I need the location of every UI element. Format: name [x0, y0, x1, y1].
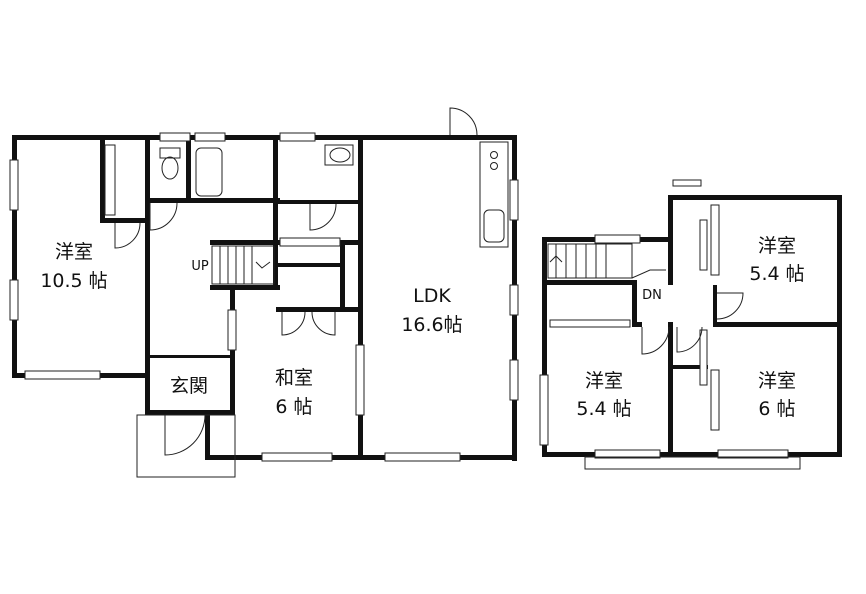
wall [100, 140, 105, 223]
door [311, 311, 336, 336]
room-size-western-6: 6 帖 [758, 398, 795, 420]
wall [205, 410, 210, 460]
door [149, 202, 178, 231]
wall [340, 245, 345, 312]
room-size-japanese: 6 帖 [275, 396, 312, 418]
window [699, 219, 708, 271]
floor-1-plan [9, 107, 519, 478]
room-name-entrance: 玄関 [170, 375, 208, 397]
window [594, 449, 661, 459]
wall [278, 200, 363, 204]
wall [145, 135, 150, 415]
window [710, 369, 720, 431]
wall [12, 135, 17, 378]
window [227, 309, 237, 351]
sink-icon [329, 147, 351, 163]
window [699, 329, 708, 386]
room-name-japanese: 和室 [275, 367, 313, 389]
door [676, 326, 703, 353]
wall [358, 140, 363, 460]
room-size-western-54b: 5.4 帖 [576, 398, 631, 420]
wall [542, 237, 547, 457]
stair-floor2 [547, 243, 666, 279]
room-size-ldk: 16.6帖 [401, 314, 462, 336]
wall [145, 410, 235, 415]
door [449, 107, 478, 136]
door [281, 311, 306, 336]
kitchen-counter [479, 141, 509, 248]
room-name-western-54b: 洋室 [585, 370, 623, 392]
window [24, 370, 101, 380]
window [9, 279, 19, 321]
window [279, 237, 341, 247]
wall [273, 140, 278, 290]
door [164, 414, 206, 456]
room-name-western-10: 洋室 [55, 241, 93, 263]
wall [210, 285, 280, 290]
closet [104, 144, 116, 216]
stove-icon [490, 162, 498, 170]
window [549, 319, 631, 328]
window [9, 159, 19, 211]
window [594, 234, 641, 244]
wall [186, 140, 191, 200]
window [509, 179, 519, 221]
wall [547, 280, 637, 285]
stove-icon [490, 151, 498, 159]
stair-label-dn: DN [642, 288, 662, 303]
window [159, 132, 191, 142]
window [355, 344, 365, 416]
door [114, 222, 141, 249]
wall [632, 322, 642, 327]
wall [632, 280, 637, 325]
wall [148, 198, 280, 203]
door [641, 326, 670, 355]
bathtub-icon [195, 147, 223, 197]
door [309, 203, 337, 231]
window [509, 284, 519, 316]
wall [713, 322, 842, 327]
window [710, 204, 720, 276]
room-name-western-6: 洋室 [758, 370, 796, 392]
window [717, 449, 789, 459]
sink-icon [324, 144, 354, 166]
window [261, 452, 333, 462]
window [539, 374, 549, 446]
room-size-western-54a: 5.4 帖 [749, 263, 804, 285]
wall [145, 135, 517, 140]
wall [276, 307, 362, 312]
window [384, 452, 461, 462]
wall [668, 195, 673, 285]
window [279, 132, 316, 142]
room-name-ldk: LDK [413, 285, 451, 307]
roof-mark [672, 179, 702, 187]
wall [713, 285, 717, 327]
wall [275, 263, 345, 267]
floor-2-plan [539, 179, 842, 470]
wall [668, 365, 708, 369]
stair-floor1 [211, 245, 275, 285]
room-name-western-54a: 洋室 [758, 235, 796, 257]
door [716, 292, 744, 320]
porch [136, 414, 236, 478]
window [509, 359, 519, 401]
wall [12, 135, 149, 140]
kitchen-sink-icon [483, 209, 505, 243]
room-size-western-10: 10.5 帖 [40, 270, 107, 292]
toilet-icon [159, 147, 181, 159]
wall [100, 218, 150, 223]
wall [542, 452, 842, 457]
wall [145, 355, 235, 358]
stair-label-up: UP [191, 259, 209, 274]
balcony [584, 456, 801, 470]
wall [668, 195, 842, 200]
wall [668, 322, 673, 457]
window [194, 132, 226, 142]
toilet-icon [161, 156, 179, 180]
